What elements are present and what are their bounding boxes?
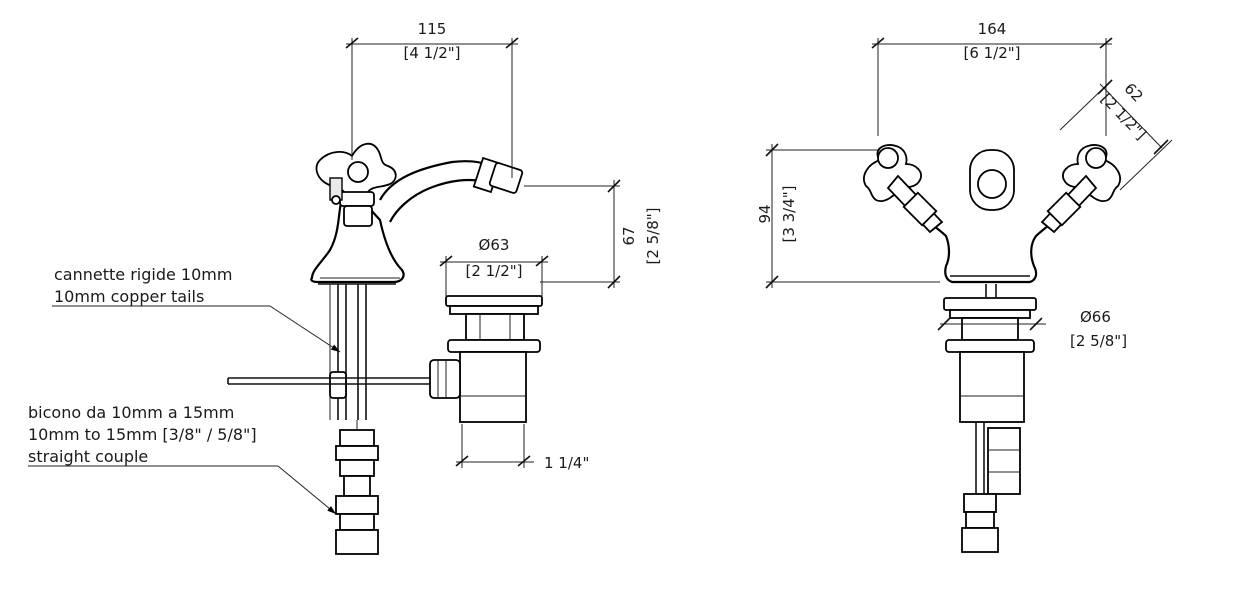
dim-waste-thread-label: 1 1/4" (544, 454, 589, 472)
dim-waste-diam-mm: Ø63 (479, 236, 510, 254)
dim-front-height (765, 143, 940, 289)
dim-width-side (345, 37, 519, 178)
cross-handle-side (315, 142, 397, 227)
dim-flange-diam (937, 317, 1046, 331)
note-tails-italian: cannette rigide 10mm (54, 265, 232, 284)
note-tails-english: 10mm copper tails (54, 287, 204, 306)
dim-waste-thread (455, 424, 534, 468)
dim-handle-span (1059, 79, 1173, 191)
mixer-body-side (310, 156, 524, 285)
dim-front-height-in: [3 3/4"] (780, 185, 798, 242)
tails-front (961, 422, 1021, 553)
dim-waste-diam-in: [2 1/2"] (465, 262, 522, 280)
dim-handle-in: [2 1/2"] (1097, 90, 1150, 144)
dim-handle-mm: 62 (1120, 79, 1146, 105)
dim-height-side (524, 179, 621, 289)
waste-front (943, 284, 1037, 423)
dim-flange-diam-mm: Ø66 (1080, 308, 1111, 326)
note-leaders (28, 305, 341, 515)
waste-side (429, 295, 543, 423)
dim-front-height-mm: 94 (756, 204, 774, 223)
copper-tails-side (227, 284, 430, 420)
dim-width-mm: 115 (418, 20, 447, 38)
note-couple-english-2: straight couple (28, 447, 148, 466)
dim-width-in: [4 1/2"] (403, 44, 460, 62)
side-view (28, 37, 621, 555)
dim-waste-diam (439, 255, 549, 296)
front-view (765, 37, 1173, 553)
mixer-body-front (909, 149, 1071, 284)
cross-handle-front-right (1040, 144, 1121, 234)
dim-flange-diam-in: [2 5/8"] (1070, 332, 1127, 350)
dim-front-width-in: [6 1/2"] (963, 44, 1020, 62)
dim-height-in: [2 5/8"] (644, 207, 662, 264)
dim-height-mm: 67 (620, 226, 638, 245)
note-couple-italian: bicono da 10mm a 15mm (28, 403, 234, 422)
straight-couple-side (335, 420, 379, 555)
cross-handle-front-left (863, 144, 944, 234)
dim-front-width-mm: 164 (978, 20, 1007, 38)
note-couple-english: 10mm to 15mm [3/8" / 5/8"] (28, 425, 257, 444)
